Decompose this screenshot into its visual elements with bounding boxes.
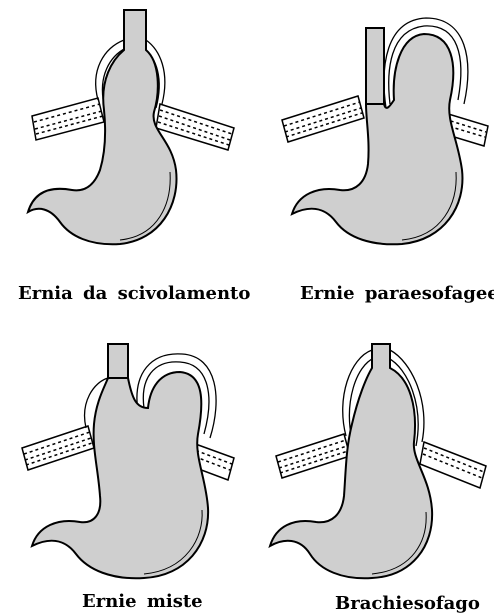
diaphragm-left	[22, 426, 94, 470]
stomach-shape	[32, 372, 208, 578]
diagram-short-esophagus	[262, 338, 492, 588]
short-esophagus-illustration	[262, 338, 492, 588]
diaphragm-right	[156, 104, 234, 150]
diagram-mixed-hernia	[8, 338, 238, 588]
diagram-sliding-hernia	[20, 0, 240, 265]
esophagus	[366, 28, 384, 104]
caption-paraesophageal-hernia: Ernie paraesofagee	[300, 283, 494, 304]
diaphragm-left	[32, 98, 104, 140]
diaphragm-right	[420, 442, 486, 488]
diagram-paraesophageal-hernia	[262, 0, 492, 265]
caption-short-esophagus: Brachiesofago	[335, 593, 480, 614]
caption-mixed-hernia: Ernie miste	[82, 591, 203, 612]
mixed-hernia-illustration	[8, 338, 238, 588]
paraesophageal-hernia-illustration	[262, 0, 492, 265]
diaphragm-left	[276, 434, 350, 478]
caption-sliding-hernia: Ernia da scivolamento	[18, 283, 250, 304]
esophagus	[108, 344, 128, 378]
sliding-hernia-illustration	[20, 0, 240, 265]
diaphragm-left	[282, 96, 364, 142]
